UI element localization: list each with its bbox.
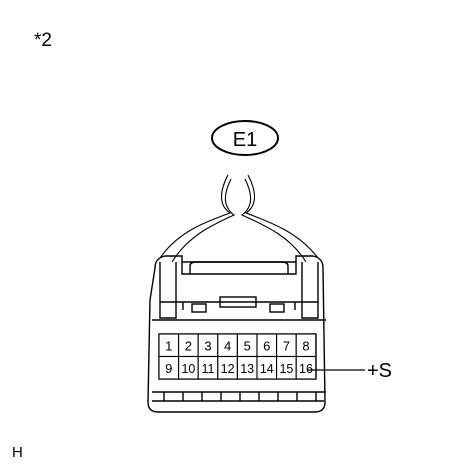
pin-number: 6 bbox=[263, 338, 270, 353]
wire-right bbox=[244, 174, 319, 259]
pin-number: 13 bbox=[240, 362, 254, 376]
connector-code-bubble: E1 bbox=[211, 120, 279, 156]
pin-number: 11 bbox=[202, 362, 215, 376]
wire-left-inner bbox=[171, 178, 236, 263]
footer-reference-mark: H bbox=[12, 444, 23, 461]
housing-outline bbox=[147, 255, 326, 413]
key-slot bbox=[219, 296, 257, 308]
pin-cell bbox=[295, 355, 317, 380]
key-notch-right bbox=[269, 303, 285, 313]
connector-code-ellipse bbox=[211, 120, 279, 156]
pin-number: 5 bbox=[244, 338, 251, 353]
pin-number: 14 bbox=[260, 362, 274, 376]
corner-reference-mark: *2 bbox=[34, 30, 52, 51]
pin-number: 12 bbox=[221, 362, 235, 376]
wire-harness bbox=[159, 174, 319, 263]
pin-number: 4 bbox=[224, 338, 231, 353]
pin-number: 9 bbox=[165, 361, 172, 376]
pin-number: 16 bbox=[299, 362, 313, 376]
pin-number: 1 bbox=[165, 338, 172, 353]
lock-tab bbox=[189, 261, 289, 274]
pin-number: 10 bbox=[181, 362, 195, 376]
pin-number: 15 bbox=[279, 362, 293, 376]
wire-right-inner bbox=[240, 178, 307, 263]
pin-number: 3 bbox=[204, 338, 211, 353]
callout-label: +S bbox=[367, 360, 392, 382]
latch-right bbox=[301, 262, 319, 319]
latch-left bbox=[159, 262, 177, 319]
pin-number: 7 bbox=[283, 338, 290, 353]
callout: +S bbox=[307, 360, 392, 382]
wire-left bbox=[159, 174, 232, 259]
housing-step bbox=[182, 302, 296, 310]
pin-number: 2 bbox=[185, 338, 192, 353]
key-notch-left bbox=[191, 303, 207, 313]
connector-code-text: E1 bbox=[233, 129, 257, 151]
connector-housing bbox=[147, 255, 326, 413]
housing-bottom-ribs bbox=[152, 392, 324, 402]
pin-number: 8 bbox=[302, 338, 309, 353]
